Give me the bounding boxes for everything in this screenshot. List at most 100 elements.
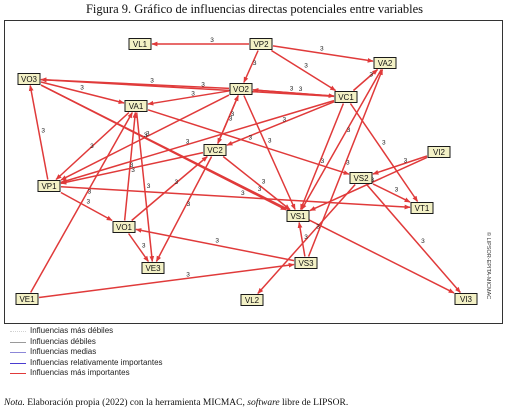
edge-label: 3 [90, 143, 94, 150]
edge-label: 3 [80, 85, 84, 92]
edge-vp1-vt1 [60, 185, 411, 210]
micmac-copyright: © LIPSOR-EPITA-MICMAC [485, 232, 491, 300]
node-box [128, 38, 152, 50]
edge-va1-vs2 [147, 109, 350, 175]
edge-label: 3 [320, 46, 324, 53]
edge-vo3-vi3 [40, 84, 455, 294]
node-vp2[interactable]: VP2 [249, 38, 273, 50]
node-vo2[interactable]: VO2 [229, 83, 253, 95]
legend-line-swatch [10, 341, 26, 343]
edge-label: 3 [253, 60, 257, 67]
node-label: VI3 [460, 295, 473, 304]
graph-frame [4, 20, 503, 324]
node-box [454, 293, 478, 305]
node-vl1[interactable]: VL1 [128, 38, 152, 50]
note-text-2: libre de LIPSOR. [279, 398, 349, 408]
node-box [124, 100, 148, 112]
node-va1[interactable]: VA1 [124, 100, 148, 112]
node-vc1[interactable]: VC1 [334, 91, 358, 103]
edge-vp1-vo1 [60, 191, 113, 222]
node-va2[interactable]: VA2 [373, 57, 397, 69]
node-box [229, 83, 253, 95]
node-label: VP2 [253, 40, 269, 49]
edges-layer [28, 41, 461, 299]
edge-label: 3 [346, 160, 350, 167]
edge-vc2-vp1 [60, 151, 204, 185]
edge-label: 3 [268, 138, 272, 145]
node-ve3[interactable]: VE3 [141, 262, 165, 274]
node-vt1[interactable]: VT1 [410, 202, 434, 214]
edge-label: 3 [130, 162, 134, 169]
node-label: VS2 [353, 174, 369, 183]
node-box [410, 202, 434, 214]
edge-vi2-vs2 [372, 155, 428, 175]
node-label: VL2 [245, 296, 260, 305]
node-vl2[interactable]: VL2 [240, 294, 264, 306]
edge-ve1-va1 [30, 111, 133, 293]
node-label: VI2 [433, 148, 446, 157]
edge-label: 3 [299, 86, 303, 93]
node-label: VC2 [207, 146, 223, 155]
edge-label: 3 [369, 71, 373, 78]
edge-label: 3 [88, 188, 92, 195]
edge-label: 3 [316, 223, 320, 230]
edge-label: 3 [142, 243, 146, 250]
note-text-1: Elaboración propia (2022) con la herrami… [24, 398, 248, 408]
note-label: Nota. [4, 398, 25, 408]
edge-vs3-vs1 [297, 221, 306, 257]
node-box [203, 144, 227, 156]
node-vi3[interactable]: VI3 [454, 293, 478, 305]
node-label: VL1 [133, 40, 148, 49]
edge-label: 3 [421, 238, 425, 245]
node-vs3[interactable]: VS3 [294, 257, 318, 269]
edge-label: 3 [241, 190, 245, 197]
node-label: VS1 [290, 212, 306, 221]
node-box [240, 294, 264, 306]
node-box [334, 91, 358, 103]
legend-label: Influencias más importantes [30, 368, 130, 378]
edge-vs3-vo1 [135, 228, 295, 262]
edge-vc1-vp1 [60, 99, 335, 184]
node-vs1[interactable]: VS1 [286, 210, 310, 222]
edge-vp2-vc1 [271, 49, 337, 92]
node-vo3[interactable]: VO3 [17, 73, 41, 85]
edge-label: 3 [187, 201, 191, 208]
edge-vp1-vo3 [28, 84, 49, 180]
edge-vo2-vc2 [217, 95, 239, 145]
node-ve1[interactable]: VE1 [15, 293, 39, 305]
node-label: VO1 [116, 223, 133, 232]
edge-label: 3 [304, 234, 308, 241]
node-label: VE3 [145, 264, 161, 273]
edge-label: 3 [146, 131, 150, 138]
edge-vp2-vo2 [243, 50, 259, 84]
edge-label: 3 [290, 86, 294, 93]
edge-vs2-vt1 [372, 183, 411, 203]
edge-label: 3 [191, 90, 195, 97]
node-vs2[interactable]: VS2 [349, 172, 373, 184]
edge-vo1-ve3 [127, 233, 150, 262]
node-box [249, 38, 273, 50]
source-note: Nota. Elaboración propia (2022) con la h… [4, 398, 348, 408]
edge-label: 3 [229, 115, 233, 122]
node-label: VS3 [298, 259, 314, 268]
edge-vc1-vc2 [226, 101, 335, 146]
edge-label: 3 [144, 132, 148, 139]
edge-label: 3 [186, 272, 190, 279]
node-vi2[interactable]: VI2 [427, 146, 451, 158]
legend-label: Influencias relativamente importantes [30, 357, 163, 367]
edge-vo2-va1 [147, 90, 230, 106]
edge-label: 3 [231, 111, 235, 118]
node-label: VP1 [41, 182, 57, 191]
edge-label: 3 [175, 179, 179, 186]
node-vc2[interactable]: VC2 [203, 144, 227, 156]
node-label: VO3 [21, 75, 38, 84]
node-vp1[interactable]: VP1 [37, 180, 61, 192]
edge-label: 3 [249, 134, 253, 141]
edge-label: 3 [258, 186, 262, 193]
edge-vo2-vs1 [243, 95, 296, 211]
node-vo1[interactable]: VO1 [112, 221, 136, 233]
edge-va1-ve3 [135, 112, 155, 263]
node-box [294, 257, 318, 269]
legend-label: Influencias medias [30, 347, 97, 357]
